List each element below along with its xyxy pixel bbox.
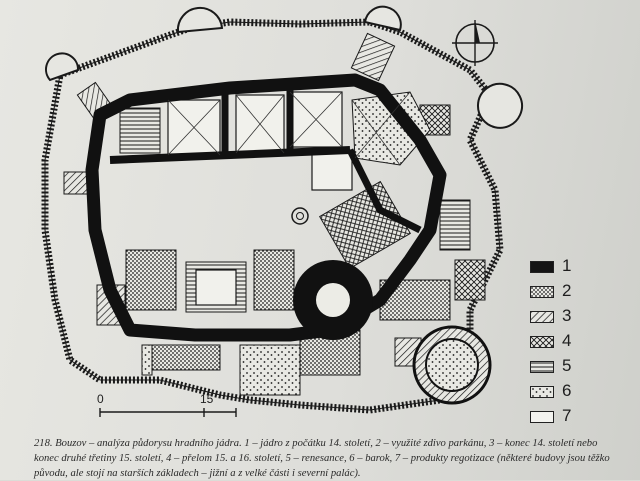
scale-bar: 0 15 xyxy=(92,392,242,426)
legend-number: 5 xyxy=(562,356,572,375)
legend-number: 6 xyxy=(562,381,572,400)
legend-swatch-dots xyxy=(530,286,554,298)
legend-swatch-lines xyxy=(530,361,554,373)
legend-number: 3 xyxy=(562,306,572,325)
legend-swatch-sparse-dots xyxy=(530,386,554,398)
legend-item: 6 xyxy=(530,381,620,403)
caption-line: 218. Bouzov – analýza půdorysu hradního … xyxy=(34,438,598,449)
rooms-sparse-dots xyxy=(141,91,431,396)
legend-item: 3 xyxy=(530,306,620,328)
legend-number: 2 xyxy=(562,281,572,300)
caption-line: původu, ale stojí na starších základech … xyxy=(34,468,361,479)
scale-bar-line xyxy=(99,408,237,417)
legend-swatch-diagonal xyxy=(530,311,554,323)
scale-end-label: 15 xyxy=(200,392,214,406)
southeast-round-tower xyxy=(412,325,492,405)
courtyard-well xyxy=(291,207,309,225)
legend-item: 5 xyxy=(530,356,620,378)
legend-item: 1 xyxy=(530,256,620,278)
legend-item: 4 xyxy=(530,331,620,353)
rooms-crosshatched xyxy=(319,104,486,301)
vault-lines xyxy=(167,91,411,166)
legend-item: 2 xyxy=(530,281,620,303)
round-keep xyxy=(293,260,373,340)
north-arrow-icon xyxy=(452,20,498,66)
legend: 1 2 3 4 5 6 7 xyxy=(530,256,620,428)
core-walls-14th-century xyxy=(85,73,447,342)
legend-number: 7 xyxy=(562,406,572,425)
legend-swatch-blank xyxy=(530,411,554,423)
scale-start-label: 0 xyxy=(97,392,104,406)
legend-number: 1 xyxy=(562,256,572,275)
caption-line: konec druhé třetiny 15. století, 4 – pře… xyxy=(34,453,610,464)
legend-item: 7 xyxy=(530,406,620,428)
corner-towers xyxy=(45,5,523,129)
figure-caption: 218. Bouzov – analýza půdorysu hradního … xyxy=(34,436,610,481)
legend-number: 4 xyxy=(562,331,572,350)
legend-swatch-solid xyxy=(530,261,554,273)
legend-swatch-crosshatch xyxy=(530,336,554,348)
